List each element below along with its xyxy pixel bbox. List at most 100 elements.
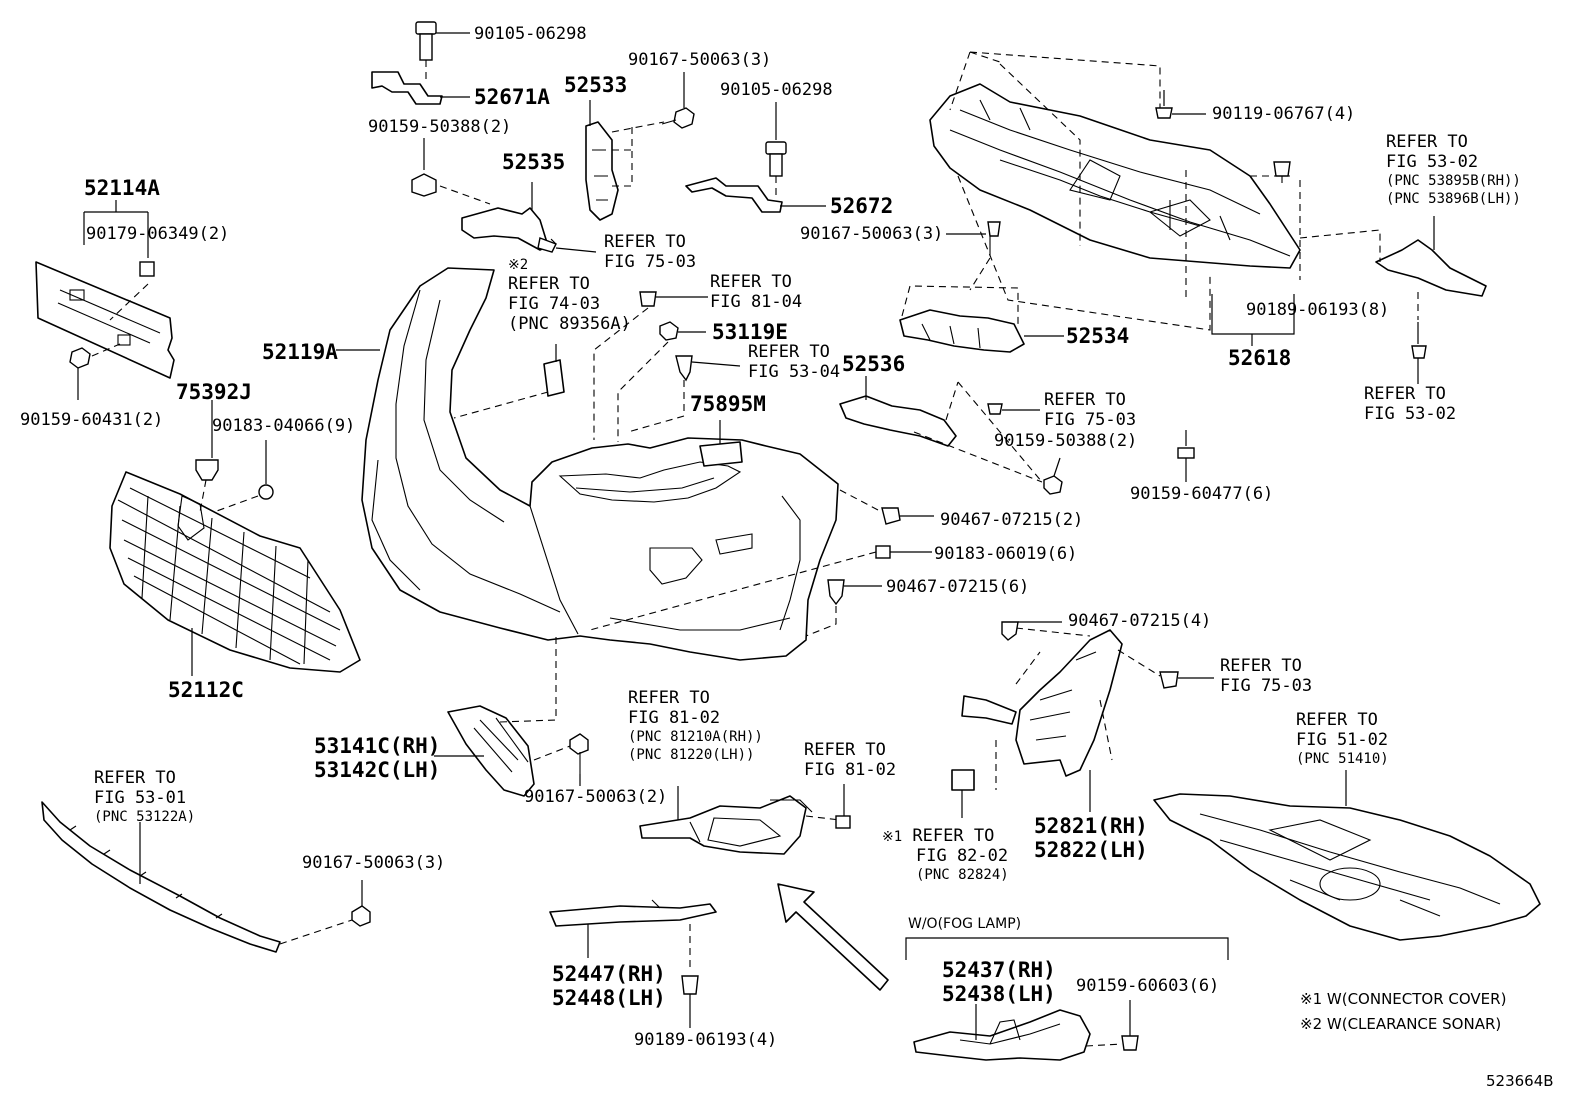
bumper-clips-top — [593, 291, 741, 442]
fog-lamp-81210A — [639, 786, 841, 855]
label-90105-06298-top: 90105-06298 — [474, 24, 587, 44]
bolt-90167-50063-top — [661, 72, 695, 129]
license-plate-bracket — [35, 200, 175, 379]
label-90119-06767: 90119-06767(4) — [1212, 104, 1356, 124]
label-90189-06193-a: 90189-06193(8) — [1246, 300, 1390, 320]
screw-90119-06767 — [1155, 90, 1206, 119]
label-90159-50388-b: 90159-50388(2) — [994, 431, 1138, 451]
label-52112C: 52112C — [168, 678, 244, 702]
clip-75392J — [195, 400, 219, 513]
footnote-1: ※1 W(CONNECTOR COVER) — [1300, 990, 1507, 1008]
bracket-52671A — [371, 71, 470, 105]
nut-90159-50388-a — [411, 138, 491, 205]
screw-refer-75-03-a — [537, 237, 597, 253]
label-90467-07215-b: 90467-07215(6) — [886, 577, 1030, 597]
garnish-52447 — [549, 899, 717, 970]
label-52671A: 52671A — [474, 85, 550, 109]
label-52821: 52821(RH) — [1034, 814, 1148, 838]
label-53119E: 53119E — [712, 320, 788, 344]
label-90179-06349: 90179-06349(2) — [86, 224, 230, 244]
clip-90467-07215-c — [1001, 621, 1062, 641]
label-75895M: 75895M — [690, 392, 766, 416]
bolt-refer-81-02 — [835, 784, 851, 829]
label-52448: 52448(LH) — [552, 986, 666, 1010]
connector-cover-82824 — [951, 769, 975, 818]
nut-90183-04066 — [213, 440, 274, 513]
bracket-52534 — [899, 285, 1064, 353]
label-90159-60603: 90159-60603(6) — [1076, 976, 1220, 996]
bolt-90167-50063-vent — [569, 733, 589, 786]
label-90467-07215-c: 90467-07215(4) — [1068, 611, 1212, 631]
bolt-90105-06298-top — [415, 21, 470, 84]
front-bumper-cover — [336, 267, 839, 661]
label-53142C: 53142C(LH) — [314, 758, 441, 782]
label-52535: 52535 — [502, 150, 566, 174]
label-90159-50388-a: 90159-50388(2) — [368, 117, 512, 137]
footnote-2: ※2 W(CLEARANCE SONAR) — [1300, 1015, 1502, 1033]
screw-90159-60477 — [1177, 430, 1195, 482]
engine-undercover-52618 — [929, 51, 1301, 346]
label-90167-50063-mid: 90167-50063(3) — [800, 224, 944, 244]
bracket-52672 — [685, 177, 826, 213]
label-52672: 52672 — [830, 194, 894, 218]
label-90183-04066: 90183-04066(9) — [212, 416, 356, 436]
label-52822: 52822(LH) — [1034, 838, 1148, 862]
label-52438: 52438(LH) — [942, 982, 1056, 1006]
screw-90159-60603 — [1121, 1000, 1139, 1051]
label-52437: 52437(RH) — [942, 958, 1056, 982]
bumper-side-fasteners — [589, 489, 934, 637]
label-52536: 52536 — [842, 352, 906, 376]
direction-arrow — [777, 883, 889, 991]
radiator-grille — [109, 471, 361, 676]
nut-90159-50388-b — [1043, 457, 1063, 495]
bolt-90167-50063-mid — [946, 221, 1001, 291]
label-90105-06298-mid: 90105-06298 — [720, 80, 833, 100]
label-90183-06019: 90183-06019(6) — [934, 544, 1078, 564]
bracket-52533 — [585, 100, 665, 221]
label-90159-60477: 90159-60477(6) — [1130, 484, 1274, 504]
fog-lamp-group-label: W/O(FOG LAMP) — [908, 916, 1022, 932]
bolt-90105-06298-mid — [765, 102, 787, 196]
bolt-90167-50063-lower — [351, 880, 371, 927]
screw-refer-75-03-c — [1159, 671, 1214, 689]
bracket-53895B — [1299, 216, 1487, 384]
bolt-90159-60431 — [69, 347, 91, 400]
label-52533: 52533 — [564, 73, 628, 97]
label-75392J: 75392J — [176, 380, 252, 404]
clip-90189-06193-a — [1273, 161, 1291, 186]
illustration-id: 523664B — [1486, 1072, 1554, 1090]
label-90167-50063-lower: 90167-50063(3) — [302, 853, 446, 873]
label-52618: 52618 — [1228, 346, 1292, 370]
label-53141C: 53141C(RH) — [314, 734, 441, 758]
label-52534: 52534 — [1066, 324, 1130, 348]
screw-refer-75-03-b — [987, 403, 1040, 415]
fog-cover-group — [905, 937, 1229, 1061]
label-90189-06193-b: 90189-06193(4) — [634, 1030, 778, 1050]
label-52114A: 52114A — [84, 176, 160, 200]
label-90167-50063-top: 90167-50063(3) — [628, 50, 772, 70]
lower-undercover-51410 — [1153, 770, 1541, 941]
lower-moulding-53122A — [41, 801, 353, 953]
label-75895M — [699, 420, 743, 467]
bracket-52536 — [839, 376, 1043, 483]
label-52119A: 52119A — [262, 340, 338, 364]
side-vent-53141C — [434, 634, 571, 797]
label-90467-07215-a: 90467-07215(2) — [940, 510, 1084, 530]
clip-90189-06193-b — [681, 975, 699, 1028]
bracket-52821 — [961, 627, 1161, 812]
label-90167-50063-vent: 90167-50063(2) — [524, 787, 668, 807]
